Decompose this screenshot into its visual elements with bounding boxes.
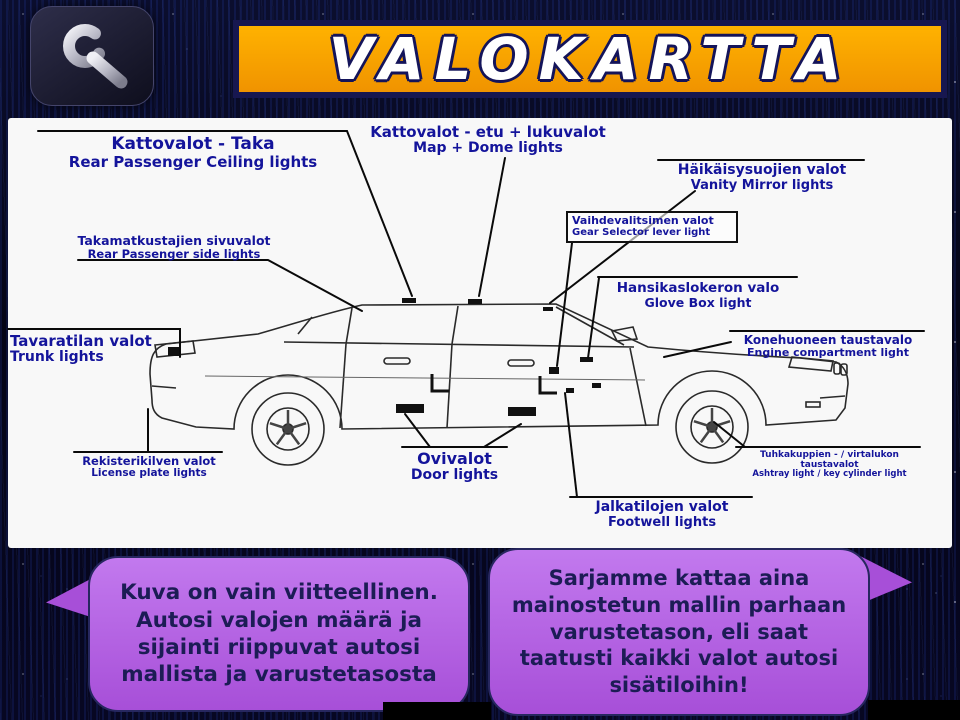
label-fi: Konehuoneen taustavalo [743,333,913,347]
label-fi: Hansikaslokeron valo [616,280,780,296]
label-vanity-mirror-lights: Häikäisysuojien valot Vanity Mirror ligh… [658,162,866,193]
bottom-black-bar-center [383,702,491,720]
label-fi: Häikäisysuojien valot [677,162,847,178]
label-en: Engine compartment light [747,346,909,360]
label-gear-selector-light: Vaihdevalitsimen valot Gear Selector lev… [566,211,738,243]
label-fi: Kattovalot - etu + lukuvalot [370,123,606,141]
label-en: Door lights [410,466,499,483]
label-en: Vanity Mirror lights [690,177,834,193]
label-en: Footwell lights [607,514,717,530]
label-en: Ashtray light / key cylinder light [752,469,907,480]
bottom-black-bar-right [868,700,960,720]
label-footwell-lights: Jalkatilojen valot Footwell lights [572,499,752,530]
label-door-lights: Ovivalot Door lights [402,450,507,484]
label-rear-side-lights: Takamatkustajien sivuvalot Rear Passenge… [76,234,272,261]
disclaimer-bubble: Kuva on vain viitteellinen. Autosi valoj… [88,556,470,712]
label-glove-box-light: Hansikaslokeron valo Glove Box light [598,280,798,311]
label-en: License plate lights [91,466,207,479]
label-en: Map + Dome lights [413,139,563,156]
label-fi: Ovivalot [417,449,492,468]
hook-clip-icon [63,24,128,89]
label-engine-compartment-light: Konehuoneen taustavalo Engine compartmen… [730,333,926,360]
title-banner: VALOKARTTA [233,20,947,98]
promo-text: Sarjamme kattaa aina mainostetun mallin … [511,566,847,697]
label-trunk-lights: Tavaratilan valot Trunk lights [10,333,182,365]
page-title: VALOKARTTA [328,25,852,93]
promo-bubble: Sarjamme kattaa aina mainostetun mallin … [488,548,870,716]
label-fi: Tavaratilan valot [10,332,152,350]
label-fi: Jalkatilojen valot [595,499,729,515]
label-fi: Takamatkustajien sivuvalot [77,233,271,248]
label-ashtray-key-light: Tuhkakuppien - / virtalukon taustavalot … [737,450,922,480]
label-fi: Kattovalot - Taka [111,134,275,154]
label-en: Gear Selector lever light [572,227,711,239]
label-en: Rear Passenger side lights [87,247,261,261]
label-en: Trunk lights [10,348,104,365]
brand-logo [30,6,154,106]
label-fi: Rekisterikilven valot [82,454,216,468]
disclaimer-text: Kuva on vain viitteellinen. Autosi valoj… [120,580,438,688]
label-map-dome-lights: Kattovalot - etu + lukuvalot Map + Dome … [353,124,623,156]
label-en: Glove Box light [644,295,752,311]
label-en: Rear Passenger Ceiling lights [68,153,318,172]
label-rear-ceiling-lights: Kattovalot - Taka Rear Passenger Ceiling… [38,134,348,172]
label-fi: Tuhkakuppien - / virtalukon taustavalot [760,450,899,471]
label-fi: Vaihdevalitsimen valot [572,214,714,227]
label-license-plate-lights: Rekisterikilven valot License plate ligh… [74,455,224,480]
